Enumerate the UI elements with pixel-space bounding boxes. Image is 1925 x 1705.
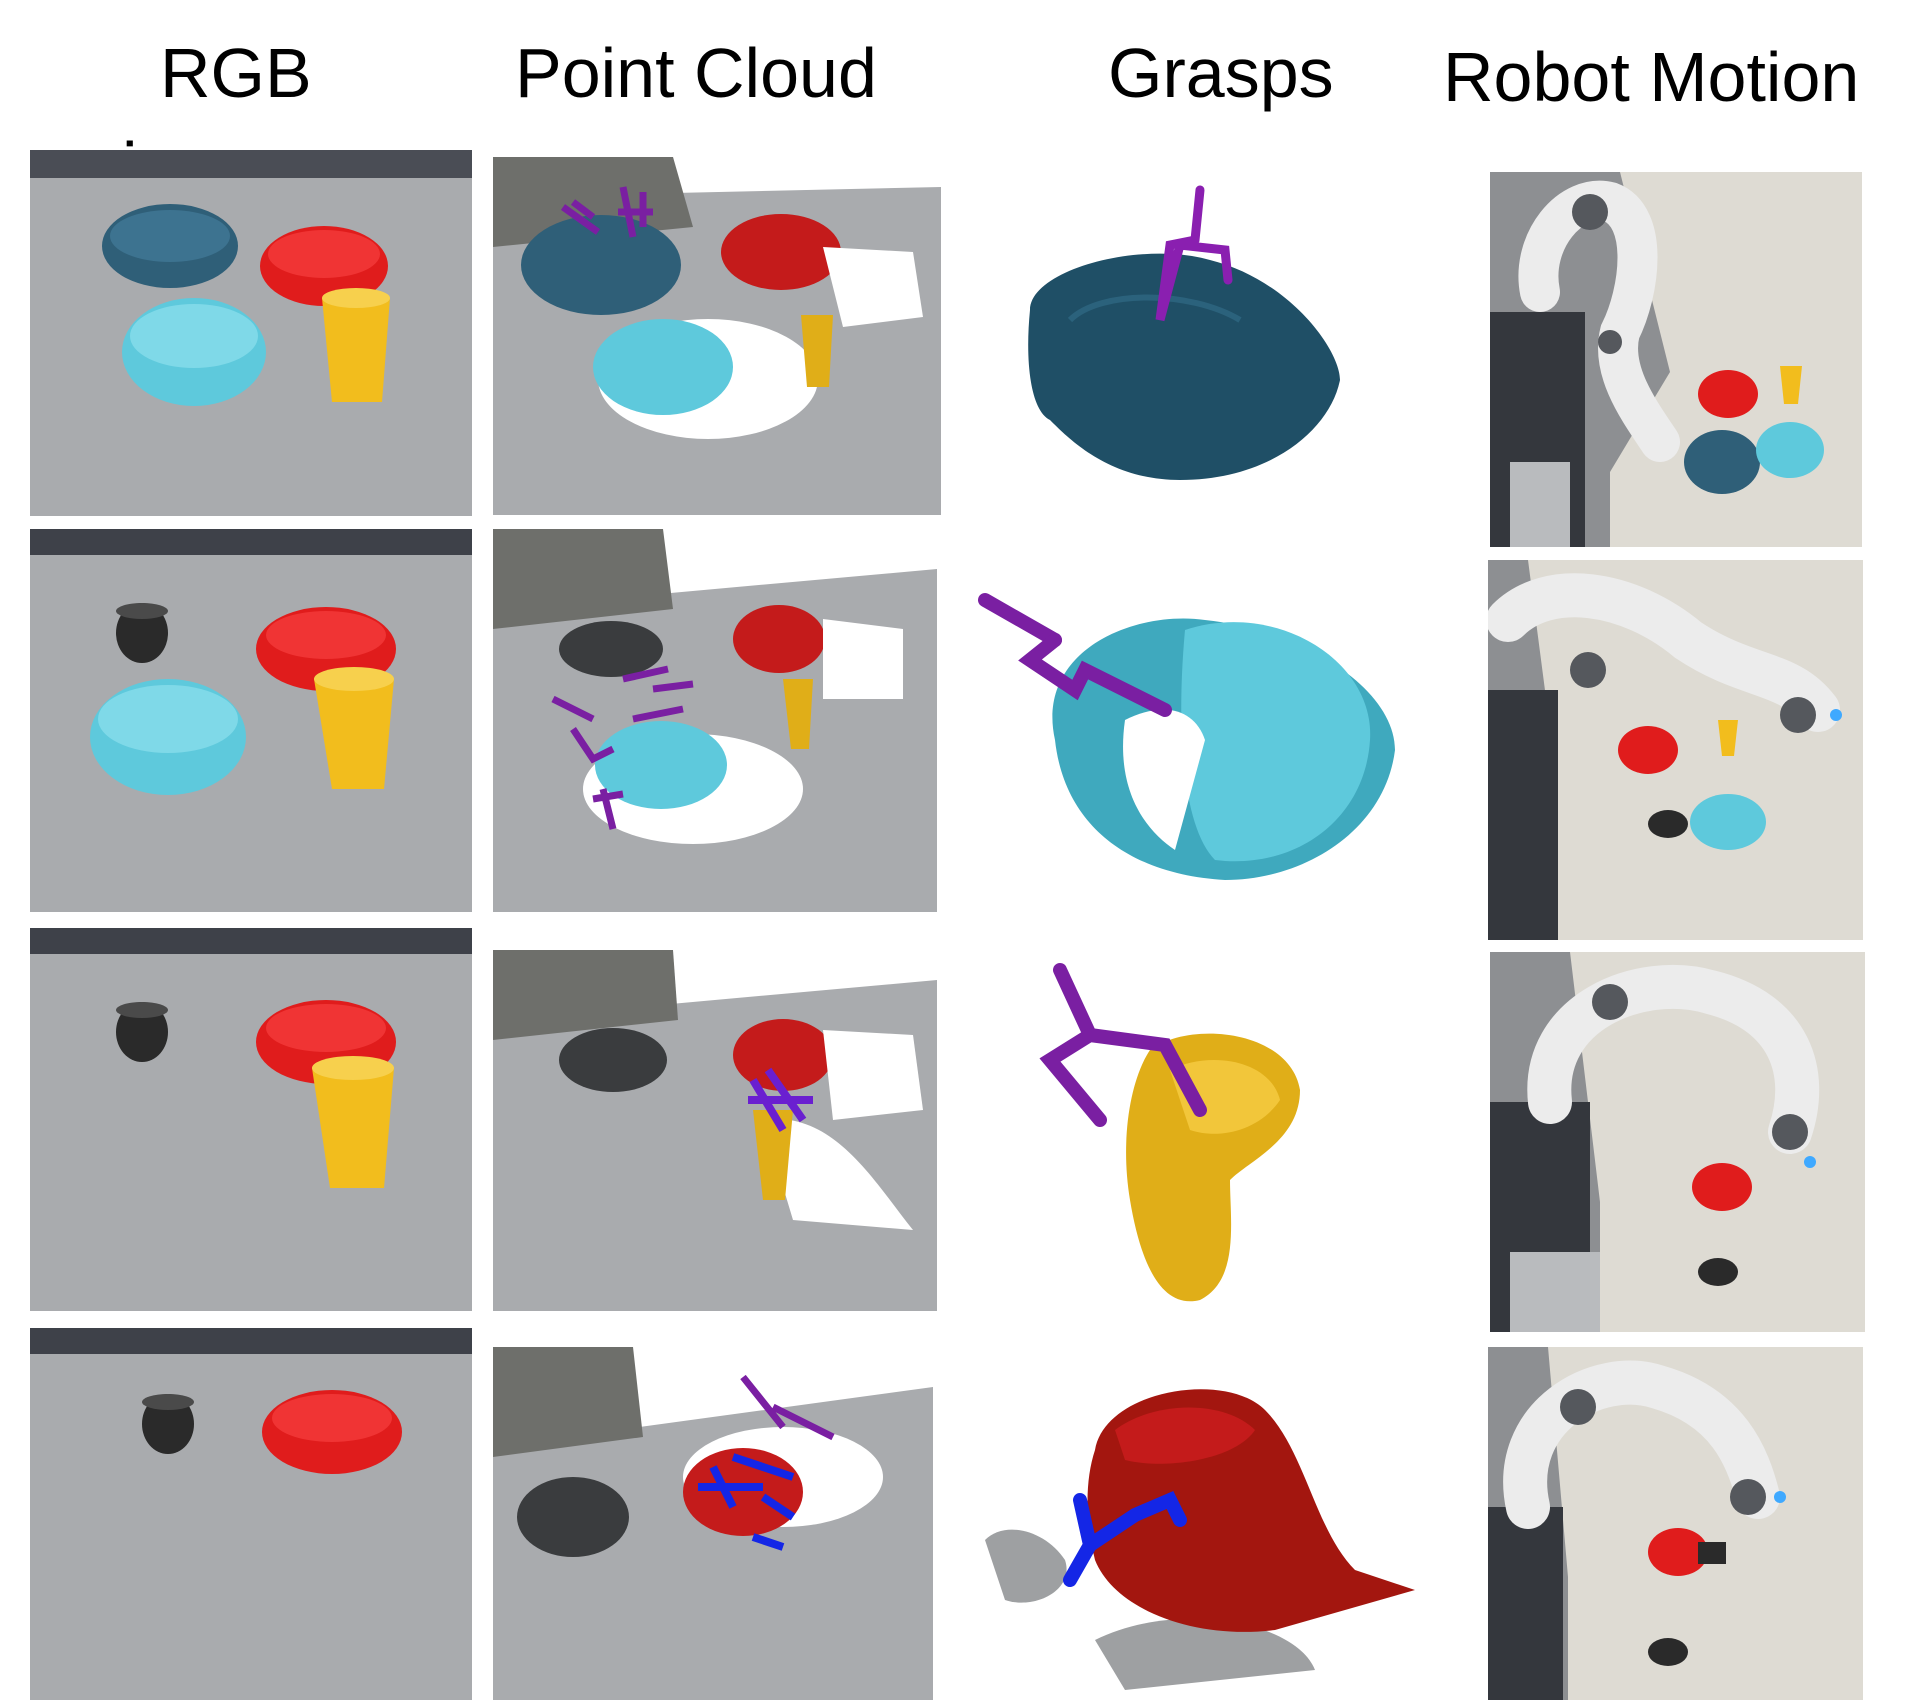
robot-motion-row-2 [1488,560,1863,940]
header-point-cloud: Point Cloud [515,34,877,112]
rgb-image-row-1 [30,150,472,516]
robot-motion-row-3 [1490,952,1865,1332]
point-cloud-row-4 [493,1347,933,1700]
robot-motion-row-4 [1488,1347,1863,1700]
rgb-image-row-3 [30,928,472,1311]
header-robot-motion: Robot Motion [1443,38,1860,116]
robot-motion-row-1 [1490,172,1862,547]
rgb-image-row-4 [30,1328,472,1700]
header-rgb-images: RGB [160,34,312,112]
header-grasps: Grasps [1108,34,1334,112]
grasp-view-row-4 [975,1370,1445,1700]
rgb-image-row-2 [30,529,472,912]
point-cloud-row-2 [493,529,937,912]
grasp-view-row-3 [1030,960,1360,1315]
grasp-view-row-1 [1010,180,1380,515]
point-cloud-row-1 [493,157,941,515]
point-cloud-row-3 [493,950,937,1311]
grasp-view-row-2 [975,590,1405,913]
